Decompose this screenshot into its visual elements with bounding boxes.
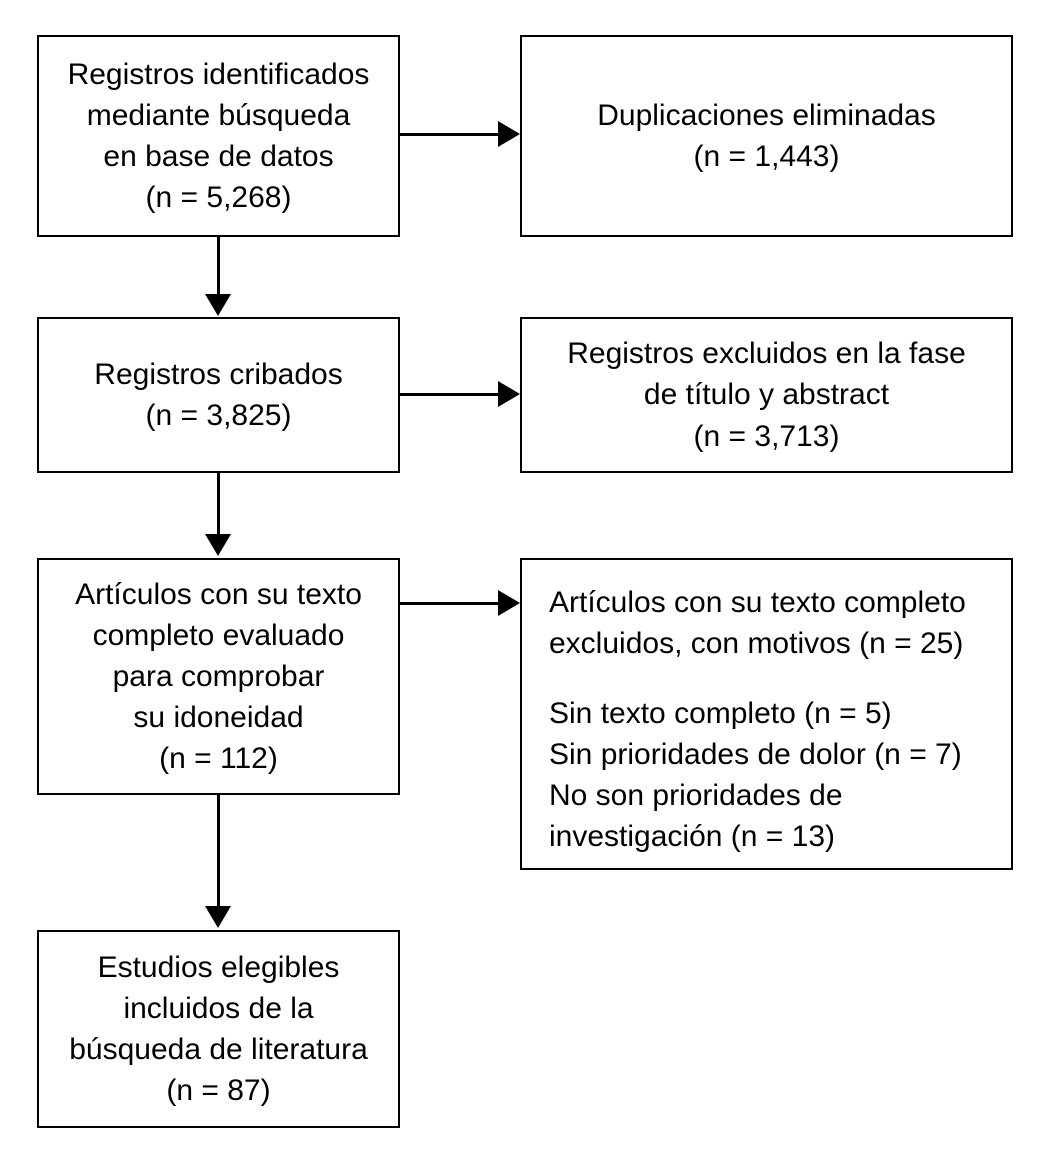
arrow-identified-to-duplicates-line: [400, 133, 500, 136]
node-duplicates-removed: Duplicaciones eliminadas (n = 1,443): [520, 35, 1013, 237]
fulltext-assessed-line-4: su idoneidad: [133, 701, 304, 735]
fulltext-excluded-reason-3: No son prioridades de: [549, 778, 843, 812]
records-identified-line-1: Registros identificados: [67, 57, 370, 91]
arrow-fulltext-to-excluded-head: [498, 590, 520, 616]
duplicates-removed-line-1: Duplicaciones eliminadas: [597, 98, 936, 132]
fulltext-excluded-reason-4: investigación (n = 13): [549, 819, 835, 853]
fulltext-assessed-count: (n = 112): [159, 742, 278, 776]
arrow-screened-to-excluded-head: [498, 381, 520, 407]
arrow-screened-to-fulltext-line: [217, 473, 220, 535]
node-studies-included: Estudios elegibles incluidos de la búsqu…: [37, 930, 400, 1128]
node-fulltext-excluded-with-reasons: Artículos con su texto completo excluido…: [520, 558, 1013, 870]
fulltext-excluded-heading-1: Artículos con su texto completo: [549, 586, 966, 619]
node-records-screened: Registros cribados (n = 3,825): [37, 317, 400, 473]
fulltext-excluded-reason-2: Sin prioridades de dolor (n = 7): [549, 737, 962, 771]
arrow-fulltext-to-included-line: [217, 795, 220, 908]
studies-included-line-3: búsqueda de literatura: [69, 1033, 368, 1066]
records-screened-line-1: Registros cribados: [94, 357, 343, 391]
studies-included-count: (n = 87): [166, 1074, 271, 1108]
duplicates-removed-count: (n = 1,443): [693, 140, 840, 173]
arrow-identified-to-duplicates-head: [498, 121, 520, 147]
node-records-excluded-title-abstract: Registros excluidos en la fase de título…: [520, 317, 1013, 473]
arrow-screened-to-excluded-line: [400, 393, 500, 396]
node-fulltext-assessed: Artículos con su texto completo evaluado…: [37, 558, 400, 795]
fulltext-assessed-line-1: Artículos con su texto: [75, 577, 362, 611]
arrow-fulltext-to-included-head: [205, 906, 231, 928]
arrow-identified-to-screened-line: [217, 237, 220, 297]
fulltext-excluded-reason-1: Sin texto completo (n = 5): [549, 696, 892, 730]
fulltext-assessed-line-3: para comprobar: [112, 659, 325, 693]
records-excluded-count: (n = 3,713): [693, 419, 840, 453]
records-excluded-line-2: de título y abstract: [643, 378, 890, 412]
node-records-identified: Registros identificados mediante búsqued…: [37, 35, 400, 237]
records-excluded-line-1: Registros excluidos en la fase: [567, 337, 966, 371]
arrow-identified-to-screened-head: [205, 294, 231, 316]
records-identified-count: (n = 5,268): [145, 181, 292, 215]
studies-included-line-1: Estudios elegibles: [97, 950, 340, 984]
fulltext-excluded-heading-2: excluidos, con motivos (n = 25): [549, 627, 964, 661]
records-identified-line-2: mediante búsqueda: [86, 98, 351, 132]
records-screened-count: (n = 3,825): [145, 399, 292, 432]
arrow-screened-to-fulltext-head: [205, 534, 231, 556]
studies-included-line-2: incluidos de la: [123, 991, 314, 1025]
arrow-fulltext-to-excluded-line: [400, 602, 500, 605]
records-identified-line-3: en base de datos: [103, 140, 334, 173]
fulltext-assessed-line-2: completo evaluado: [92, 618, 345, 652]
